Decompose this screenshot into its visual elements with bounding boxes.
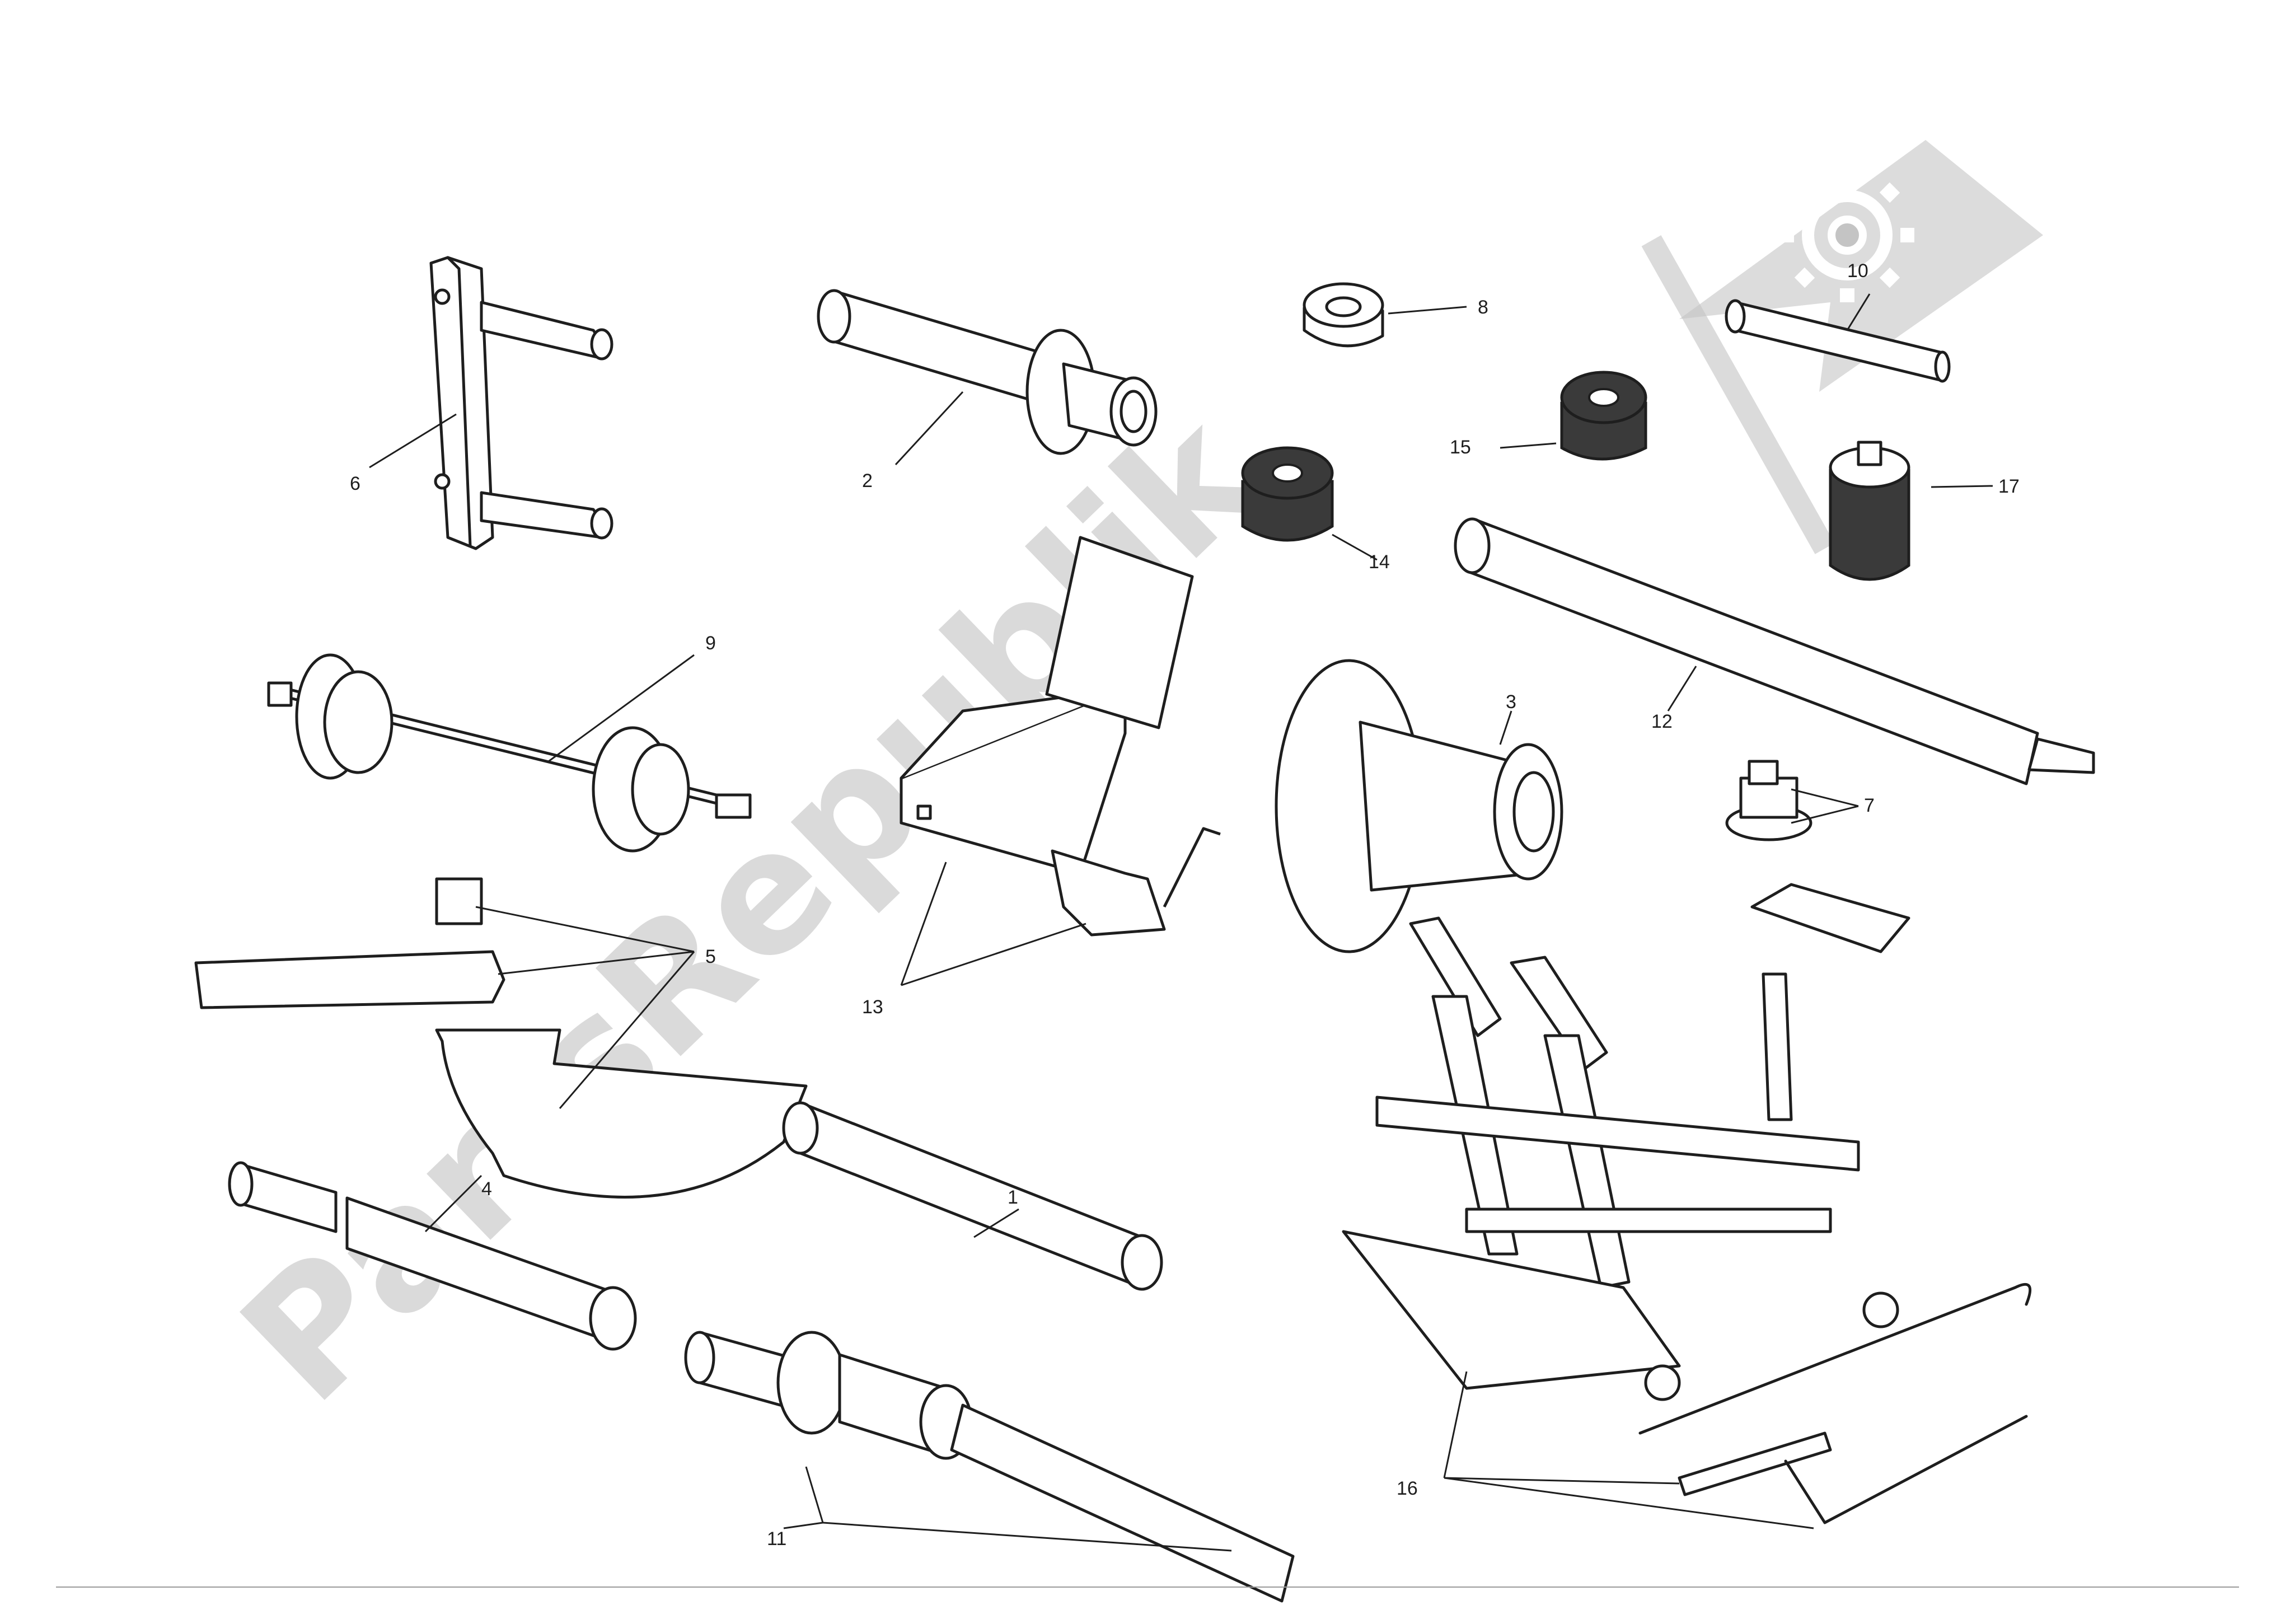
callout-17: 17 [1998,476,2020,497]
callout-8: 8 [1478,297,1488,318]
tool-14-nut [1241,446,1334,542]
tool-10-pin [1725,299,1951,383]
tool-5-spanner [194,877,808,1199]
callout-15: 15 [1450,437,1471,458]
callout-3: 3 [1506,691,1516,713]
gear-icon [1780,168,1914,302]
tool-7-plug [1725,760,1812,841]
callout-2: 2 [862,470,873,492]
tool-13-box [900,536,1221,937]
tool-3-sleeve [1275,659,1563,953]
callout-5: 5 [705,946,716,967]
tool-2-drift [817,289,1158,455]
tool-17-knurled [1829,441,1910,581]
tool-8-ring [1303,282,1384,348]
callout-10: 10 [1847,260,1868,282]
callout-6: 6 [350,473,360,494]
callout-14: 14 [1369,551,1390,573]
tool-1-tube [782,1101,1163,1291]
tool-11-sleeve-set [684,1331,1295,1603]
tool-4-drift [228,1161,637,1351]
callout-16: 16 [1397,1478,1418,1499]
tool-15-nut [1560,371,1647,461]
callout-labels: 1 2 3 4 5 6 7 8 9 10 11 12 13 14 15 16 1… [350,260,2020,1550]
leader-lines [369,293,1993,1552]
callout-7: 7 [1864,795,1875,816]
callout-4: 4 [481,1178,492,1200]
tool-6-bracket [429,256,613,550]
callout-13: 13 [862,996,883,1018]
callout-11: 11 [767,1528,786,1550]
callout-12: 12 [1651,711,1673,732]
tool-16-stand [1342,883,2032,1524]
tool-12-long-bar [1454,517,2095,785]
callout-9: 9 [705,633,716,654]
callout-1: 1 [1008,1187,1018,1208]
tool-9-puller [267,653,752,853]
